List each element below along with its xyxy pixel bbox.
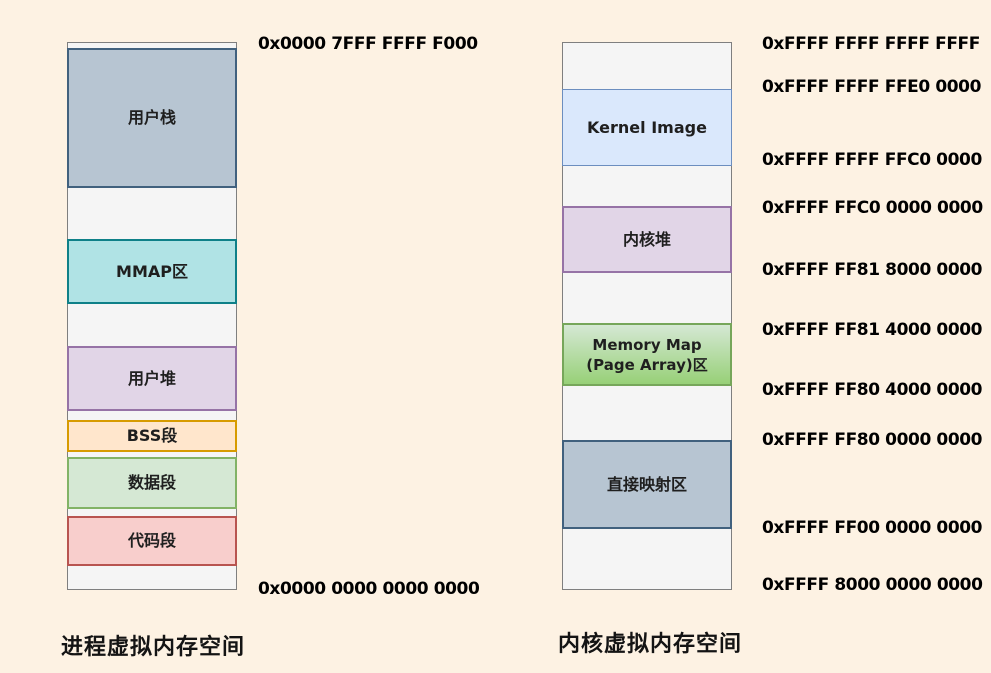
segment-label: 用户堆 bbox=[127, 368, 176, 388]
segment-user-heap: 用户堆 bbox=[67, 346, 237, 411]
address-label-kernel-4: 0xFFFF FF81 8000 0000 bbox=[762, 260, 983, 280]
segment-memory-map-page-array: Memory Map (Page Array)区 bbox=[562, 323, 732, 386]
address-label-kernel-5: 0xFFFF FF81 4000 0000 bbox=[762, 320, 983, 340]
address-label-process-bottom: 0x0000 0000 0000 0000 bbox=[258, 579, 480, 599]
segment-label: 用户栈 bbox=[127, 108, 176, 127]
segment-label: 直接映射区 bbox=[606, 474, 687, 494]
segment-label: Kernel Image bbox=[587, 117, 707, 137]
address-label-kernel-1: 0xFFFF FFFF FFE0 0000 bbox=[762, 77, 982, 97]
segment-label: 代码段 bbox=[127, 531, 176, 550]
segment-kernel-heap: 内核堆 bbox=[562, 206, 732, 273]
process-memory-container: 用户栈 MMAP区 用户堆 BSS段 数据段 代码段 bbox=[67, 42, 237, 590]
address-label-kernel-6: 0xFFFF FF80 4000 0000 bbox=[762, 380, 983, 400]
segment-code: 代码段 bbox=[67, 516, 237, 566]
kernel-memory-container: Kernel Image 内核堆 Memory Map (Page Array)… bbox=[562, 42, 732, 590]
segment-label: 内核堆 bbox=[622, 229, 671, 249]
segment-label: 数据段 bbox=[127, 473, 176, 492]
segment-mmap: MMAP区 bbox=[67, 239, 237, 304]
address-label-kernel-0: 0xFFFF FFFF FFFF FFFF bbox=[762, 34, 980, 54]
address-label-kernel-8: 0xFFFF FF00 0000 0000 bbox=[762, 518, 983, 538]
address-label-kernel-7: 0xFFFF FF80 0000 0000 bbox=[762, 430, 983, 450]
segment-label-line2: (Page Array)区 bbox=[586, 355, 708, 374]
segment-direct-mapping: 直接映射区 bbox=[562, 440, 732, 529]
segment-bss: BSS段 bbox=[67, 420, 237, 452]
segment-kernel-image: Kernel Image bbox=[562, 89, 732, 166]
address-label-kernel-2: 0xFFFF FFFF FFC0 0000 bbox=[762, 150, 982, 170]
segment-label: Memory Map (Page Array)区 bbox=[586, 335, 707, 375]
process-diagram-title: 进程虚拟内存空间 bbox=[61, 635, 246, 660]
address-label-process-top: 0x0000 7FFF FFFF F000 bbox=[258, 34, 478, 54]
segment-data: 数据段 bbox=[67, 457, 237, 509]
address-label-kernel-9: 0xFFFF 8000 0000 0000 bbox=[762, 575, 983, 595]
segment-label: BSS段 bbox=[126, 426, 178, 445]
segment-label: MMAP区 bbox=[116, 261, 188, 281]
segment-label-line1: Memory Map bbox=[592, 335, 702, 354]
segment-user-stack: 用户栈 bbox=[67, 48, 237, 188]
address-label-kernel-3: 0xFFFF FFC0 0000 0000 bbox=[762, 198, 983, 218]
kernel-diagram-title: 内核虚拟内存空间 bbox=[558, 632, 743, 657]
